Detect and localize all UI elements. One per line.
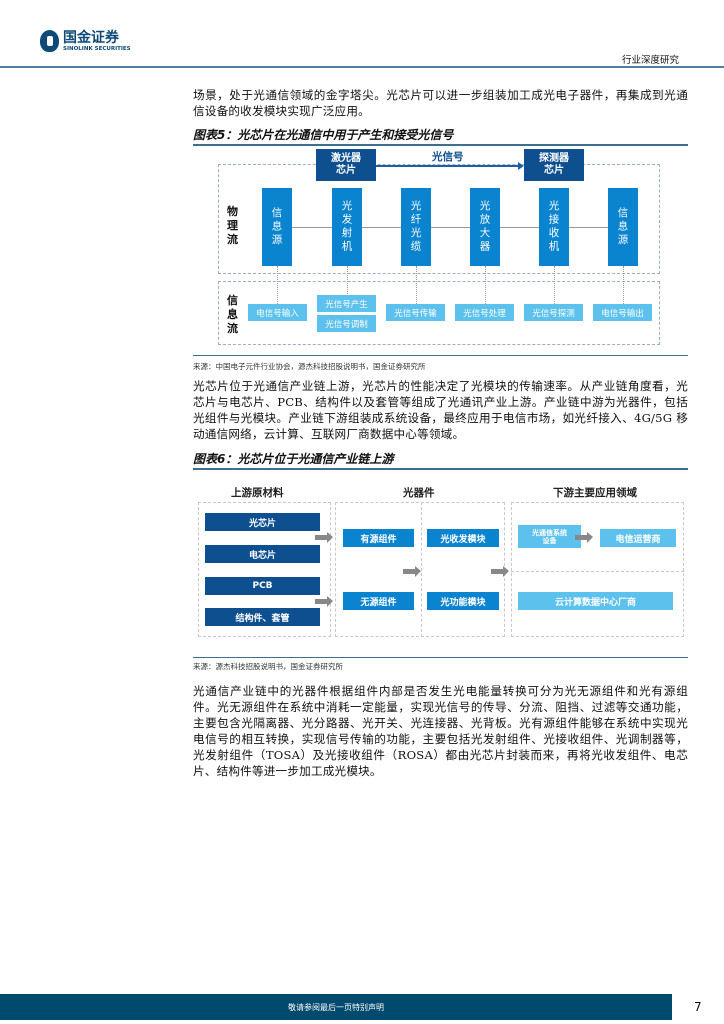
telecom-operator: 电信运营商 — [600, 529, 676, 547]
paragraph-1: 场景，处于光通信领域的金字塔尖。光芯片可以进一步组装加工成光电子器件，再集成到光… — [193, 88, 688, 118]
logo-cn: 国金证券 — [63, 29, 119, 46]
downstream-divider — [511, 571, 684, 572]
footer-bar: 敬请参阅最后一页特别声明 — [0, 994, 672, 1020]
arrow-head-icon — [327, 596, 333, 607]
page-number: 7 — [694, 1000, 702, 1014]
figure6-source: 来源：源杰科技招股说明书，国金证券研究所 — [193, 662, 343, 671]
arrow-icon — [575, 535, 587, 540]
figure5-bottom-rule — [193, 355, 688, 356]
arrow-head-icon — [415, 566, 421, 577]
info-node: 光信号传输 — [386, 304, 445, 321]
info-node: 光信号产生 — [317, 295, 376, 312]
info-node: 电信号输入 — [248, 304, 307, 321]
footer-notice: 敬请参阅最后一页特别声明 — [288, 1002, 384, 1012]
devices-divider — [421, 502, 422, 637]
header-devices: 光器件 — [403, 487, 435, 499]
report-category: 行业深度研究 — [622, 55, 680, 66]
physical-node: 信息源 — [608, 188, 638, 266]
figure5-title: 图表5：光芯片在光通信中用于产生和接受光信号 — [193, 128, 454, 142]
system-equipment: 光通信系统设备 — [518, 525, 581, 548]
physical-flow-label: 物理流 — [227, 205, 238, 246]
downstream-box — [511, 502, 684, 637]
active-component: 有源组件 — [343, 529, 414, 547]
arrow-icon — [315, 535, 327, 540]
arrow-icon — [403, 569, 415, 574]
logo: 国金证券 SINOLINK SECURITIES — [40, 30, 131, 52]
physical-flow-box — [218, 164, 660, 274]
info-node: 光信号调制 — [317, 315, 376, 332]
upstream-item: 光芯片 — [205, 513, 320, 531]
logo-mark-icon — [40, 30, 59, 52]
physical-node: 信息源 — [262, 188, 292, 266]
logo-en: SINOLINK SECURITIES — [63, 45, 131, 52]
header-rule — [0, 66, 724, 68]
detector-chip-box: 探测器芯片 — [524, 149, 584, 181]
signal-arrow-head-icon — [518, 162, 524, 170]
physical-node: 光接收机 — [539, 188, 569, 266]
arrow-head-icon — [503, 566, 509, 577]
header-downstream: 下游主要应用领域 — [553, 487, 637, 499]
physical-node: 光放大器 — [470, 188, 500, 266]
laser-chip-box: 激光器芯片 — [316, 149, 376, 181]
cloud-datacenter: 云计算数据中心厂商 — [518, 592, 673, 610]
physical-flow-line — [292, 227, 608, 228]
figure5-source: 来源：中国电子元件行业协会，源杰科技招股说明书，国金证券研究所 — [193, 362, 426, 371]
arrow-icon — [491, 569, 503, 574]
figure6-title: 图表6：光芯片位于光通信产业链上游 — [193, 452, 394, 466]
physical-node: 光纤光缆 — [401, 188, 431, 266]
physical-node: 光发射机 — [332, 188, 362, 266]
info-flow-label: 信息流 — [227, 294, 238, 335]
connector — [277, 266, 278, 304]
signal-arrow — [376, 165, 520, 167]
info-node: 光信号处理 — [455, 304, 514, 321]
arrow-icon — [315, 599, 327, 604]
arrow-head-icon — [327, 532, 333, 543]
upstream-item: 结构件、套管 — [205, 608, 320, 626]
info-flow-box — [218, 281, 660, 345]
signal-label: 光信号 — [432, 151, 464, 163]
paragraph-3: 光通信产业链中的光器件根据组件内部是否发生光电能量转换可分为光无源组件和光有源组… — [193, 684, 688, 778]
passive-component: 无源组件 — [343, 592, 414, 610]
upstream-item: PCB — [205, 577, 320, 595]
connector — [485, 266, 486, 304]
paragraph-2: 光芯片位于光通信产业链上游，光芯片的性能决定了光模块的传输速率。从产业链角度看，… — [193, 379, 688, 441]
upstream-item: 电芯片 — [205, 545, 320, 563]
function-module: 光功能模块 — [427, 592, 499, 610]
info-node: 光信号探测 — [524, 304, 583, 321]
transceiver-module: 光收发模块 — [427, 529, 499, 547]
header-upstream: 上游原材料 — [231, 487, 284, 499]
connector — [347, 266, 348, 296]
connector — [623, 266, 624, 304]
connector — [416, 266, 417, 304]
figure6-top-rule — [193, 468, 688, 470]
figure6-bottom-rule — [193, 657, 688, 658]
connector — [554, 266, 555, 304]
upstream-box — [198, 502, 331, 637]
arrow-head-icon — [587, 532, 593, 543]
figure5-top-rule — [193, 144, 688, 146]
info-node: 电信号输出 — [593, 304, 652, 321]
